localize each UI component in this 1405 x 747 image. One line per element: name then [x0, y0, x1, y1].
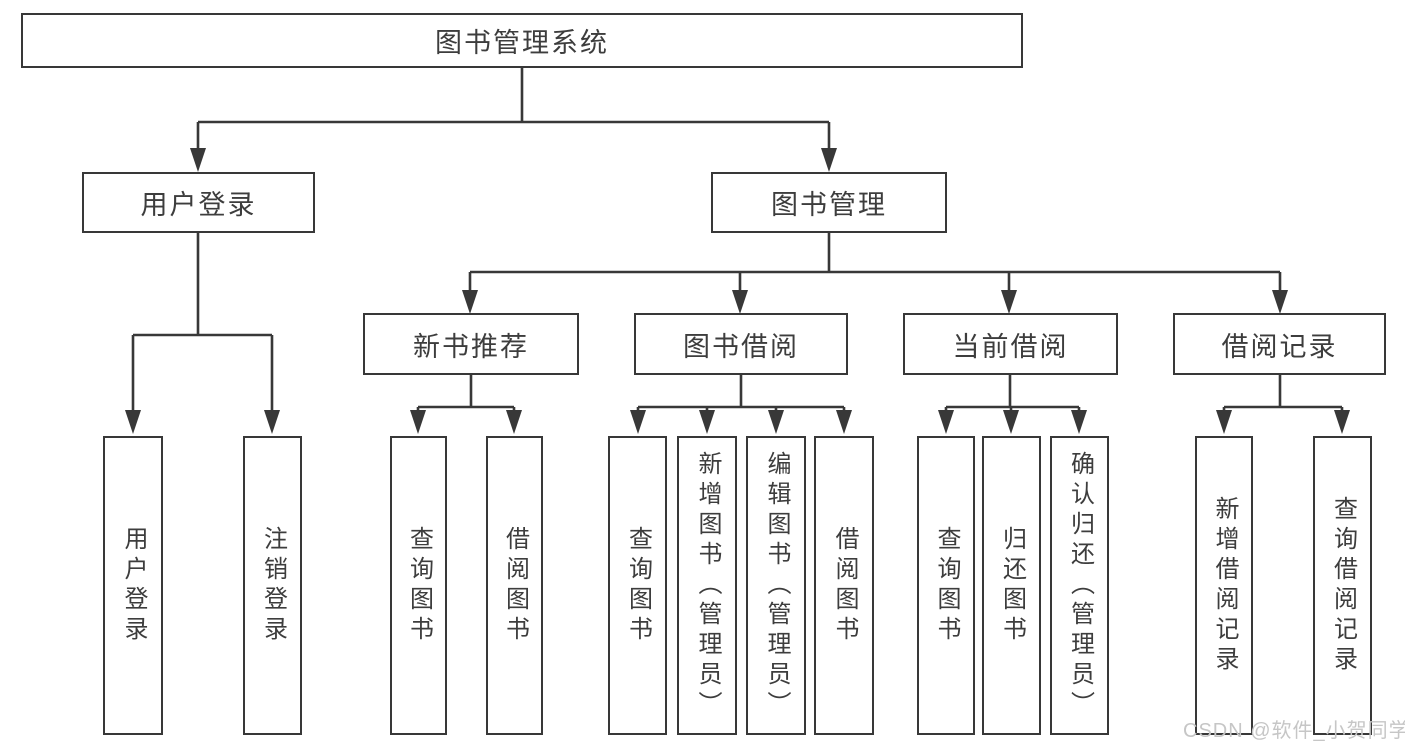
node-borrow-records: 借阅记录: [1173, 313, 1386, 375]
node-label: 借阅记录: [1221, 331, 1338, 362]
node-label: 图书管理系统: [435, 28, 609, 58]
node-label: 图书借阅: [683, 331, 799, 362]
node-label: 查询图书: [933, 525, 960, 646]
node-new-book-recommend: 新书推荐: [363, 313, 579, 375]
node-library-management-system: 图书管理系统: [21, 13, 1023, 68]
node-label: 编辑图书（管理员）: [763, 450, 790, 721]
node-label: 注销登录: [259, 525, 287, 646]
leaf-records-add-borrow-record: 新增借阅记录: [1195, 436, 1253, 735]
node-label: 借阅图书: [831, 525, 858, 646]
node-label: 图书管理: [771, 190, 887, 220]
node-user-login: 用户登录: [82, 172, 315, 233]
watermark: CSDN @软件_小贺同学: [1183, 720, 1405, 742]
leaf-borrow-query-books: 查询图书: [608, 436, 667, 735]
leaf-recommend-query-books: 查询图书: [390, 436, 447, 735]
node-label: 用户登录: [120, 525, 147, 646]
leaf-logout-login: 注销登录: [243, 436, 302, 735]
leaf-user-login: 用户登录: [103, 436, 163, 735]
leaf-current-query-books: 查询图书: [917, 436, 975, 735]
node-label: 用户登录: [140, 190, 257, 220]
node-label: 新增借阅记录: [1211, 495, 1238, 676]
node-label: 查询借阅记录: [1329, 495, 1357, 676]
leaf-current-return-books: 归还图书: [982, 436, 1041, 735]
node-label: 新增图书（管理员）: [694, 450, 721, 721]
node-label: 归还图书: [998, 525, 1026, 646]
node-book-borrow: 图书借阅: [634, 313, 848, 375]
node-label: 借阅图书: [501, 525, 529, 646]
node-current-borrow: 当前借阅: [903, 313, 1118, 375]
node-label: 查询图书: [405, 525, 433, 646]
node-label: 当前借阅: [952, 331, 1069, 362]
leaf-borrow-borrow-books: 借阅图书: [814, 436, 874, 735]
node-label: 确认归还（管理员）: [1066, 450, 1094, 721]
leaf-borrow-add-books-admin: 新增图书（管理员）: [677, 436, 737, 735]
node-book-management: 图书管理: [711, 172, 947, 233]
leaf-records-query-borrow-record: 查询借阅记录: [1313, 436, 1372, 735]
node-label: 新书推荐: [413, 331, 529, 362]
leaf-recommend-borrow-books: 借阅图书: [486, 436, 543, 735]
leaf-borrow-edit-books-admin: 编辑图书（管理员）: [746, 436, 806, 735]
leaf-current-confirm-return-admin: 确认归还（管理员）: [1050, 436, 1109, 735]
node-label: 查询图书: [624, 525, 652, 646]
